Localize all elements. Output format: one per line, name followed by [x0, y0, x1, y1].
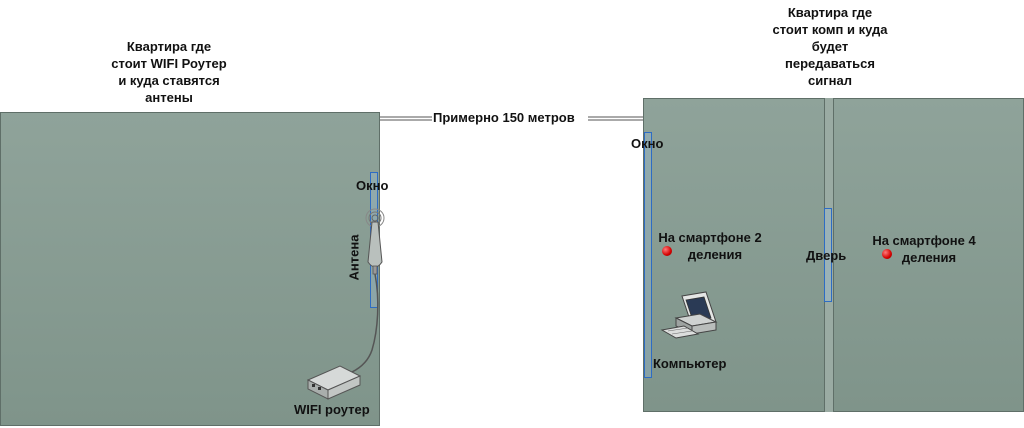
signal-label-room-2: На смартфоне 4 деления — [867, 232, 981, 266]
antenna-label: Антена — [346, 234, 362, 281]
left-caption-line-3: и куда ставятся — [118, 73, 220, 88]
signal-1-line-2: деления — [687, 247, 743, 262]
right-caption-line-4: передаваться — [785, 56, 875, 71]
right-window — [644, 132, 652, 378]
right-caption-line-5: сигнал — [808, 73, 852, 88]
right-caption-line-1: Квартира где — [787, 5, 873, 20]
signal-2-line-1: На смартфоне 4 — [872, 233, 976, 248]
left-apartment-area — [0, 112, 380, 426]
signal-point-1 — [662, 246, 672, 256]
right-caption-line-2: стоит комп и куда — [772, 22, 888, 37]
right-apartment-caption: Квартира где стоит комп и куда будет пер… — [760, 4, 900, 89]
computer-icon — [660, 291, 718, 339]
left-apartment-caption: Квартира где стоит WIFI Роутер и куда ст… — [94, 38, 244, 106]
computer-label: Компьютер — [653, 356, 727, 371]
signal-2-line-2: деления — [901, 250, 957, 265]
left-caption-line-2: стоит WIFI Роутер — [111, 56, 227, 71]
right-caption-line-3: будет — [811, 39, 849, 54]
door-label: Дверь — [806, 248, 847, 263]
link-line — [380, 116, 643, 121]
signal-1-line-1: На смартфоне 2 — [658, 230, 762, 245]
left-caption-line-4: антены — [145, 90, 193, 105]
distance-label: Примерно 150 метров — [433, 110, 575, 125]
router-label: WIFI роутер — [294, 402, 370, 417]
signal-point-2 — [882, 249, 892, 259]
door-opening — [824, 208, 832, 302]
signal-label-room-1: На смартфоне 2 деления — [652, 229, 768, 263]
left-caption-line-1: Квартира где — [126, 39, 212, 54]
right-window-label: Окно — [631, 136, 664, 151]
antenna-cable — [351, 273, 379, 373]
antenna-icon — [365, 208, 385, 275]
router-icon — [306, 365, 362, 400]
left-window-label: Окно — [356, 178, 389, 193]
